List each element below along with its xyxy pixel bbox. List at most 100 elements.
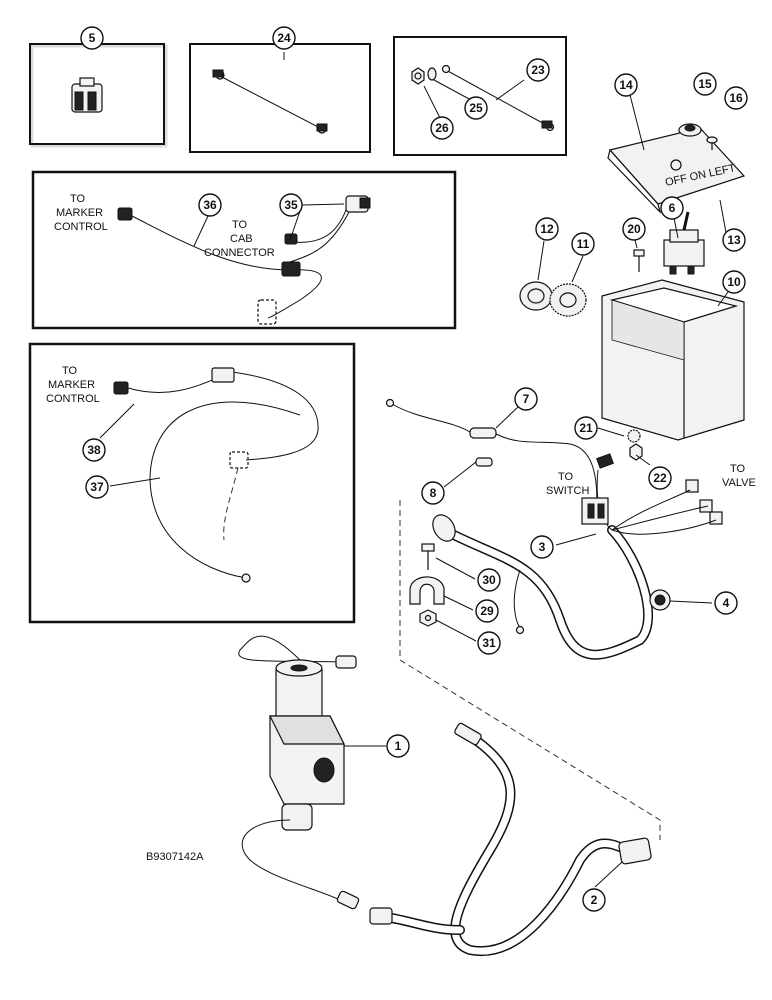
svg-text:31: 31 [482,636,496,650]
callout-1: 1 [386,734,410,758]
callout-35: 35 [279,193,303,217]
ground-wire-23 [441,64,555,132]
callout-16: 16 [724,86,748,110]
clamp-29 [409,576,445,605]
callout-15: 15 [693,72,717,96]
svg-text:26: 26 [435,121,449,135]
svg-text:37: 37 [90,480,104,494]
nut-26 [411,67,425,85]
assembly-boundary [399,500,661,840]
callout-21: 21 [574,416,598,440]
callout-14: 14 [614,73,638,97]
svg-text:29: 29 [480,604,494,618]
callout-20: 20 [622,217,646,241]
callout-25: 25 [464,96,488,120]
svg-text:36: 36 [203,198,217,212]
label-to-marker-control-1: TO MARKER CONTROL [54,193,108,233]
switch-box-10 [601,279,745,441]
svg-text:30: 30 [482,573,496,587]
bolt-30 [421,543,435,570]
callout-2: 2 [582,888,606,912]
callout-22: 22 [648,466,672,490]
lockwasher-25 [427,67,437,81]
callout-12: 12 [535,217,559,241]
svg-text:22: 22 [653,471,667,485]
fuse-holder-wire-7 [385,398,598,521]
svg-text:14: 14 [619,78,633,92]
star-washer-21 [627,429,641,443]
inset-panel-5 [29,43,168,148]
inset-panel-23 [393,36,567,156]
nut-22 [629,443,643,461]
harness-37-38 [113,367,319,583]
boot-nut-15 [678,123,702,137]
leader-lines [99,52,729,888]
connector-35 [345,195,371,213]
callout-7: 7 [514,387,538,411]
svg-text:1: 1 [395,739,402,753]
callout-36: 36 [198,193,222,217]
callout-24: 24 [272,26,296,50]
connector-body-5 [71,77,103,113]
callout-23: 23 [526,58,550,82]
svg-text:16: 16 [729,91,743,105]
svg-text:10: 10 [727,275,741,289]
ground-strap-24 [212,69,328,134]
callout-37: 37 [85,475,109,499]
callout-5: 5 [80,26,104,50]
harness-36 [117,203,351,325]
callout-30: 30 [477,568,501,592]
svg-text:12: 12 [540,222,554,236]
toggle-switch-6 [663,211,705,275]
svg-text:11: 11 [577,237,590,251]
washer-11 [549,283,587,317]
nut-31 [419,609,437,627]
callout-10: 10 [722,270,746,294]
callout-26: 26 [430,116,454,140]
label-to-switch: TO SWITCH [546,471,589,497]
svg-text:24: 24 [277,31,291,45]
callout-38: 38 [82,438,106,462]
svg-text:38: 38 [87,443,101,457]
svg-text:5: 5 [89,31,96,45]
svg-text:7: 7 [523,392,530,406]
svg-text:20: 20 [627,222,641,236]
svg-text:8: 8 [430,486,437,500]
svg-text:23: 23 [531,63,545,77]
callout-8: 8 [421,481,445,505]
screw-16 [706,136,718,150]
solenoid-valve-1 [238,635,360,910]
svg-text:4: 4 [723,596,730,610]
svg-text:35: 35 [284,198,298,212]
callout-29: 29 [475,599,499,623]
inset-panel-24 [189,43,371,153]
svg-text:21: 21 [579,421,593,435]
extension-harness-2 [369,722,652,957]
svg-text:6: 6 [669,201,676,215]
label-to-valve: TO VALVE [722,463,756,489]
svg-text:15: 15 [698,77,712,91]
svg-text:25: 25 [469,101,483,115]
inset-panel-36: TO MARKER CONTROL TO CAB CONNECTOR [31,170,457,330]
grommet-12 [519,281,553,311]
callout-13: 13 [722,228,746,252]
label-to-cab-connector: TO CAB CONNECTOR [204,219,275,259]
main-harness-3 [432,469,717,660]
svg-text:13: 13 [727,233,741,247]
callout-4: 4 [714,591,738,615]
clip-4 [649,589,671,611]
callout-3: 3 [530,535,554,559]
callout-6: 6 [660,196,684,220]
fuse-8 [475,457,493,467]
bolt-20 [633,249,645,272]
callout-11: 11 [571,232,595,256]
svg-text:3: 3 [539,540,546,554]
drawing-code: B9307142A [146,851,204,863]
inset-panel-38: TO MARKER CONTROL [28,342,356,624]
label-to-marker-control-2: TO MARKER CONTROL [46,365,100,405]
svg-text:2: 2 [591,893,598,907]
callout-bubbles: 5 24 23 25 26 14 15 16 13 36 35 12 11 20… [80,26,748,912]
callout-31: 31 [477,631,501,655]
